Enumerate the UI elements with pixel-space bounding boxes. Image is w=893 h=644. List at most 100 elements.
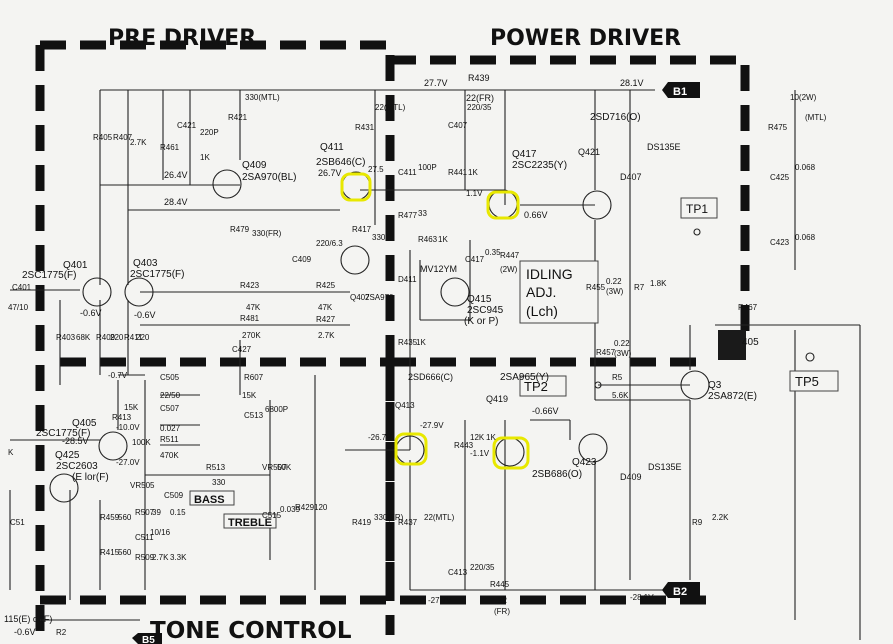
component-label: 220P — [200, 128, 219, 137]
component-label: (MTL) — [805, 113, 827, 122]
component-label: R405 — [93, 133, 113, 142]
component-label: 0.66V — [524, 210, 548, 220]
component-label: -28.1V — [630, 593, 654, 602]
wires — [9, 89, 861, 640]
test-point-tp2: TP2 — [524, 379, 548, 394]
component-label: 2SB686(O) — [532, 469, 582, 480]
component-label: 22(MTL) — [375, 103, 406, 112]
component-label: 3.3K — [170, 553, 187, 562]
transistor-q407 — [340, 245, 370, 275]
component-label: C423 — [770, 238, 790, 247]
component-label: D411 — [398, 275, 417, 284]
component-label: 0.35 — [485, 248, 501, 257]
treble-box — [223, 513, 277, 529]
component-label: 47K — [246, 303, 261, 312]
component-label: C413 — [448, 568, 468, 577]
component-label: 2SC1775(F) — [22, 270, 76, 281]
component-label: 0.039 — [280, 505, 301, 514]
component-label: R419 — [352, 518, 372, 527]
component-label: -27.9V — [420, 421, 444, 430]
component-label: Q409 — [242, 160, 267, 171]
component-label: 6800P — [265, 405, 288, 414]
component-label: C509 — [164, 491, 184, 500]
component-label: 115(E) or(F) — [4, 614, 52, 624]
component-label: 330 — [212, 478, 226, 487]
component-label: 27.7V — [424, 78, 448, 88]
component-label: 15K — [242, 391, 257, 400]
component-label: 270K — [242, 331, 261, 340]
component-label: 47/10 — [8, 303, 29, 312]
component-label: R5 — [612, 373, 623, 382]
component-label: R445 — [490, 580, 510, 589]
component-label: R9 — [692, 518, 703, 527]
component-label: 1K — [486, 433, 496, 442]
component-label: 28.1V — [620, 78, 644, 88]
tp1-box — [680, 197, 718, 219]
component-label: Q419 — [486, 394, 508, 404]
component-label: Q423 — [572, 457, 597, 468]
terminal-b2: B2 — [673, 586, 687, 598]
component-label: 1.1V — [466, 189, 483, 198]
component-label: (FR) — [494, 607, 510, 616]
component-label: 2SC1775(F) — [36, 428, 90, 439]
tp5-box — [789, 370, 839, 392]
section-borders — [35, 40, 750, 635]
transistor-q423 — [578, 433, 608, 463]
component-label: Q417 — [512, 149, 537, 160]
idling-label-3: (Lch) — [526, 303, 558, 319]
component-label: C411 — [398, 168, 417, 177]
component-label: 10/16 — [150, 528, 171, 537]
component-label: 2SD666(C) — [408, 372, 453, 382]
component-label: C515 — [262, 511, 282, 520]
test-point-tp5: TP5 — [795, 374, 819, 389]
component-label: 120 — [314, 503, 328, 512]
transistor-q401 — [82, 277, 112, 307]
transistor-q405 — [98, 431, 128, 461]
component-label: R427 — [316, 315, 336, 324]
component-label: R463 — [418, 235, 438, 244]
component-label: 100K — [132, 438, 151, 447]
component-label: C507 — [160, 404, 180, 413]
component-label: 560 — [118, 548, 132, 557]
component-label: 12K — [470, 433, 485, 442]
component-label: R411 — [124, 333, 143, 342]
component-label: 1K — [200, 153, 210, 162]
component-label: 0.068 — [795, 233, 816, 242]
component-label: 22/50 — [160, 391, 181, 400]
component-label: Q415 — [467, 294, 492, 305]
component-label: R439 — [468, 73, 490, 83]
component-label: 2SC2603 — [56, 461, 98, 472]
component-label: 10(2W) — [790, 93, 817, 102]
component-label: R425 — [316, 281, 336, 290]
component-label: R435 — [398, 338, 418, 347]
component-label: R431 — [355, 123, 375, 132]
component-label: D407 — [620, 172, 642, 182]
component-label: -0.6V — [14, 627, 36, 637]
component-label: Q405 — [72, 418, 97, 429]
r405-block — [718, 330, 746, 360]
component-label: 330(FR) — [252, 229, 282, 238]
component-label: 2SD716(O) — [590, 112, 641, 123]
component-label: R467 — [738, 303, 758, 312]
component-label: C505 — [160, 373, 180, 382]
bass-box — [189, 490, 235, 506]
component-label: 0.068 — [795, 163, 816, 172]
component-label: R457 — [596, 348, 616, 357]
component-label: 39 — [152, 508, 161, 517]
component-label: -10.0V — [116, 423, 140, 432]
component-label: -26.7V — [368, 433, 392, 442]
component-label: Q403 — [133, 258, 158, 269]
component-label: R409 — [96, 333, 116, 342]
component-label: VR505 — [130, 481, 155, 490]
transistor-q3 — [680, 370, 710, 400]
component-label: 0.22 — [606, 277, 622, 286]
component-label: R437 — [398, 518, 418, 527]
component-label: C421 — [177, 121, 197, 130]
component-label: Q407 — [350, 293, 370, 302]
component-label: R459 — [100, 513, 120, 522]
component-label: R421 — [228, 113, 248, 122]
terminal-b1: B1 — [673, 86, 687, 98]
bass-label: BASS — [194, 494, 225, 506]
component-label: (2W) — [500, 265, 518, 274]
component-label: R417 — [352, 225, 372, 234]
